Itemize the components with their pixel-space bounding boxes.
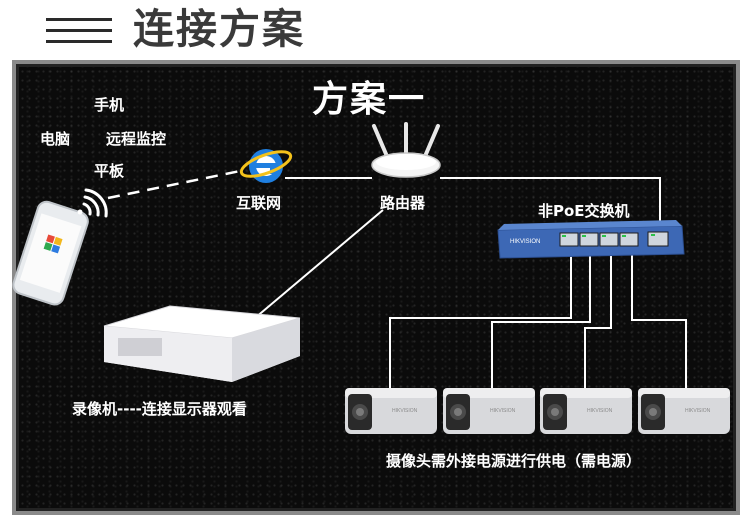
label-tablet: 平板: [94, 162, 125, 180]
camera-icon-3: HIKVISION: [540, 388, 632, 434]
label-remote-monitoring: 远程监控: [106, 130, 167, 148]
camera-icon-2: HIKVISION: [443, 388, 535, 434]
internet-explorer-icon: [239, 149, 293, 183]
camera-1-brand: HIKVISION: [392, 408, 418, 414]
camera-2-brand: HIKVISION: [490, 408, 516, 414]
camera-3-brand: HIKVISION: [587, 408, 613, 414]
diagram-board: [12, 60, 740, 515]
wifi-icon: [77, 188, 108, 218]
camera-icon-4: HIKVISION: [638, 388, 730, 434]
scheme-title: 方案一: [312, 79, 427, 120]
page-title: 连接方案: [133, 5, 305, 53]
link-router-switch: [440, 177, 661, 236]
label-phone: 手机: [94, 96, 125, 114]
label-computer: 电脑: [40, 130, 71, 148]
link-switch-camera-2: [491, 252, 591, 395]
menu-lines-icon: [46, 14, 112, 46]
link-switch-camera-1: [389, 252, 572, 395]
label-internet: 互联网: [236, 194, 282, 212]
camera-4-brand: HIKVISION: [685, 408, 711, 414]
camera-icon-1: HIKVISION: [345, 388, 437, 434]
switch-icon: HIKVISION: [497, 220, 685, 259]
label-nvr: 录像机----连接显示器观看: [72, 400, 247, 418]
label-cameras: 摄像头需外接电源进行供电（需电源）: [386, 452, 642, 470]
link-switch-camera-3: [584, 252, 612, 395]
switch-brand: HIKVISION: [510, 239, 540, 245]
link-switch-camera-4: [631, 252, 687, 395]
header: 连接方案: [0, 0, 750, 58]
router-icon: [371, 122, 441, 178]
link-router-nvr: [254, 209, 384, 319]
link-wifi-internet: [107, 168, 246, 200]
label-router: 路由器: [380, 194, 426, 212]
label-switch: 非PoE交换机: [538, 202, 630, 220]
nvr-icon: [103, 305, 301, 382]
phone-icon: [12, 200, 89, 306]
